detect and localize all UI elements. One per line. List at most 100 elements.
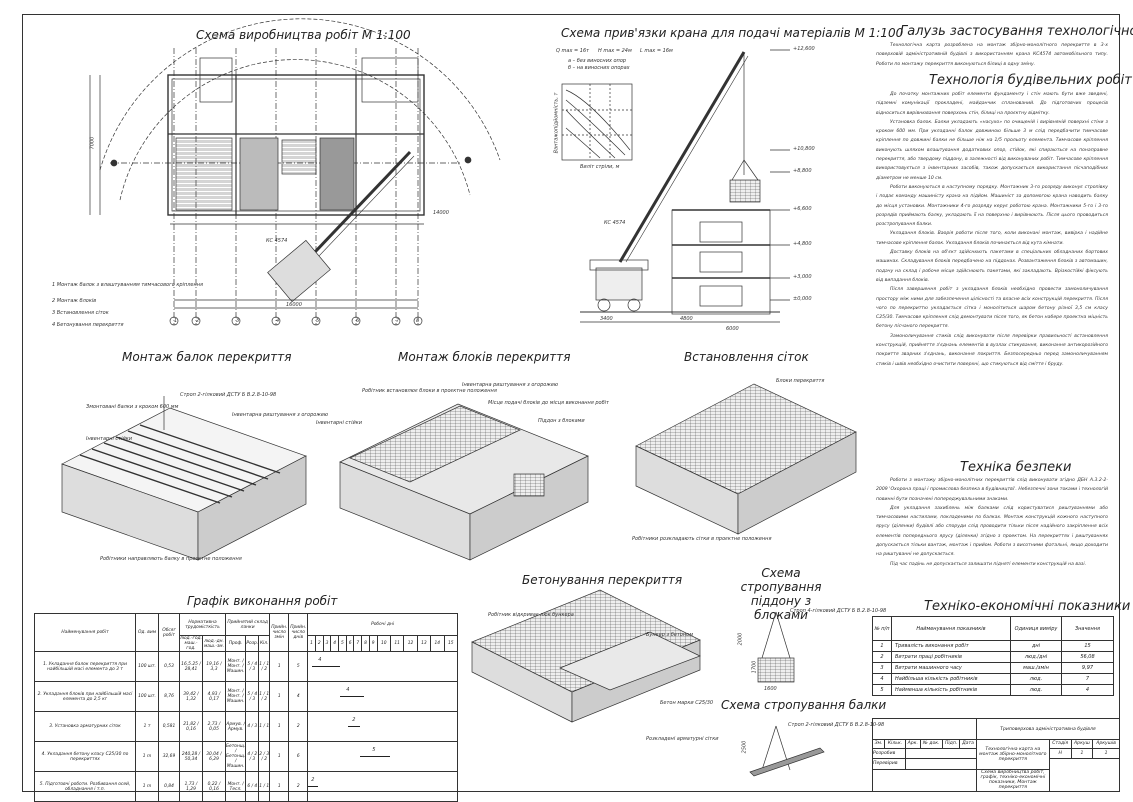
day-6: 6 <box>345 635 355 652</box>
sched-r2-prof: Монт. / Монт. / Машин. <box>224 681 247 712</box>
title-concreting: Бетонування перекриття <box>522 573 683 587</box>
stamp-sheets: 1 <box>1092 747 1120 760</box>
sched-r4-norm1: 240,28 / 50,34 <box>179 741 203 772</box>
sched-r4-days: 6 <box>288 741 309 772</box>
stamp-stage-label: Стадія <box>1048 739 1072 749</box>
day-3: 3 <box>322 635 332 652</box>
tep-h-name: Найменування показників <box>891 616 1011 641</box>
title-slinging-pallet: Схема стропування піддону з блоками <box>740 566 822 622</box>
stamp-stage: Н <box>1048 747 1072 760</box>
sched-r5-name: 5. Підготовчі роботи. Розбивання осей, о… <box>34 771 136 802</box>
annot-mesh-laid: Розкладені арматурні сітки <box>646 736 719 742</box>
tep-h-unit: Одиниця виміру <box>1010 616 1062 641</box>
tech-paragraph-7: Замоноличування стиків слід виконувати п… <box>876 333 1108 367</box>
title-tep: Техніко-економічні показники <box>924 599 1131 614</box>
tep-cell: Витрати машинного часу <box>891 662 1011 674</box>
annot-mesh-blocks: Блоки перекриття <box>776 378 825 384</box>
annot-inventory-stick-2: Інвентарні стійки <box>316 420 363 426</box>
sched-r5-norm2: 0,22 / 0,16 <box>202 771 226 802</box>
annot-workers-block: Робітник встановлює блоки в проєктне пол… <box>362 388 497 394</box>
tep-cell: 15 <box>1061 640 1114 652</box>
axis-label-4: 4 <box>276 318 280 324</box>
stamp-role-1: Перевірив <box>872 758 906 770</box>
tep-cell: Найбільша кількість робітників <box>891 673 1011 685</box>
day-14: 14 <box>430 635 445 652</box>
annot-bunker: Бункер з бетоном <box>646 632 693 638</box>
sched-r1-vol: 0,53 <box>158 651 180 682</box>
crane-xaxis: Виліт стріли, м <box>580 164 620 170</box>
day-12: 12 <box>403 635 418 652</box>
title-technology: Технологія будівельних робіт <box>929 73 1132 88</box>
title-slinging-beam: Схема стропування балки <box>721 698 887 712</box>
sched-sh-qty: Кіл. <box>258 635 271 652</box>
tep-cell: люд. <box>1010 673 1062 685</box>
crane-note-b: б – на виносних опорах <box>568 65 630 71</box>
level-0: ±0,000 <box>793 296 812 302</box>
day-1: 1 <box>307 635 316 652</box>
annot-workers-mesh: Робітники розкладають сітки в проєктне п… <box>632 536 772 542</box>
sched-r1-days: 5 <box>288 651 309 682</box>
title-crane-scheme: Схема прив'язки крана для подачі матеріа… <box>561 26 904 40</box>
stamp-col-1: Кільк. <box>884 739 906 749</box>
table-row: 5. Підготовчі роботи. Розбивання осей, о… <box>34 771 458 802</box>
annot-pallet-blocks: Піддон з блоками <box>538 418 585 424</box>
sched-r5-bar: 2 <box>307 771 458 802</box>
crane-dim-3400: 3400 <box>600 316 613 322</box>
scope-paragraph: Технологічна карта розроблена на монтаж … <box>876 43 1108 67</box>
axis-label-1: 1 <box>174 318 178 324</box>
tep-cell: 5 <box>872 684 892 696</box>
annot-beams-step: Змонтовані балки з кроком 600 мм <box>86 404 179 410</box>
title-production-scheme: Схема виробництва робіт М 1:100 <box>196 28 411 42</box>
tech-paragraph-1: До початку монтажних робіт елементи фунд… <box>876 92 1108 116</box>
sched-r5-bar-label: 2 <box>311 777 315 783</box>
sched-r2-bar: 4 <box>307 681 458 712</box>
sched-r2-days: 4 <box>288 681 309 712</box>
sched-r2-bar-label: 4 <box>346 687 350 693</box>
sched-r4-shifts: 1 <box>269 741 290 772</box>
tep-cell: люд./дні <box>1010 651 1062 663</box>
dim-16000: 16000 <box>286 302 302 308</box>
annot-strop-pallet: Строп 4-гілковий ДСТУ Б В.2.8-10-98 <box>790 608 887 614</box>
sched-r4-bar: 5 <box>307 741 458 772</box>
axis-label-2: 2 <box>196 318 200 324</box>
sched-h-workdays: Робочі дні <box>307 613 458 636</box>
sched-r3-rank: 4 / 3 <box>245 711 260 742</box>
level-10800: +10,800 <box>793 146 815 152</box>
technology-text: До початку монтажних робіт елементи фунд… <box>876 90 1108 369</box>
sched-r3-vol: 0,581 <box>158 711 180 742</box>
plan-legend-4: 4 Бетонування перекриття <box>52 322 124 328</box>
title-safety: Техніка безпеки <box>960 460 1072 475</box>
safety-paragraph-1: Роботи з монтажу збірно-монолітних перек… <box>876 478 1108 502</box>
sched-sh-rank: Розр. <box>245 635 260 652</box>
annot-inventory-stick: Інвентарні стійки <box>86 436 133 442</box>
axis-label-3: 3 <box>236 318 240 324</box>
table-row: 2. Укладання блоків при найбільшій масі … <box>34 681 458 712</box>
sched-r3-shifts: 1 <box>269 711 290 742</box>
sched-sh-prof: Проф. <box>224 635 247 652</box>
title-mesh: Встановлення сіток <box>684 350 809 364</box>
sched-h-shifts: Прийн. число змін <box>269 613 290 652</box>
tech-paragraph-5: Доставку блоків на об'єкт здійснюють пак… <box>876 250 1108 283</box>
day-5: 5 <box>338 635 347 652</box>
table-row: 1. Укладання балок перекриття при найбіл… <box>34 651 458 682</box>
safety-paragraph-3: Під час падінь не допускається залишати … <box>890 561 1087 567</box>
stamp-object: Триповерхова адміністративна будівля <box>975 717 1121 741</box>
sched-h-name: Найменування робіт <box>34 613 136 652</box>
tech-paragraph-2: Установка балок. Балки укладають «насухо… <box>876 119 1108 181</box>
crane-lmax: L max = 16м <box>640 48 673 54</box>
sched-r4-prof: Бетонщ. / Бетонщ. / Машин. <box>224 741 247 772</box>
sched-r4-unit: 1 m <box>135 741 159 772</box>
stamp-col-2: Арк. <box>904 739 921 749</box>
annot-strop-beam: Строп 2-гілковий ДСТУ Б В.2.8-10-98 <box>180 392 277 398</box>
dim-2500: 2500 <box>741 740 748 754</box>
annot-worker-bunker: Робітник відкриває люк бункера <box>488 612 574 618</box>
tep-cell: дні <box>1010 640 1062 652</box>
axis-label-5: 5 <box>316 318 320 324</box>
annot-inventory-ring: Інвентарна риштування з огорожею <box>232 412 329 418</box>
tech-paragraph-4: Укладання блоків. Ваорія роботи після то… <box>876 231 1108 246</box>
title-schedule: Графік виконання робіт <box>187 594 338 608</box>
